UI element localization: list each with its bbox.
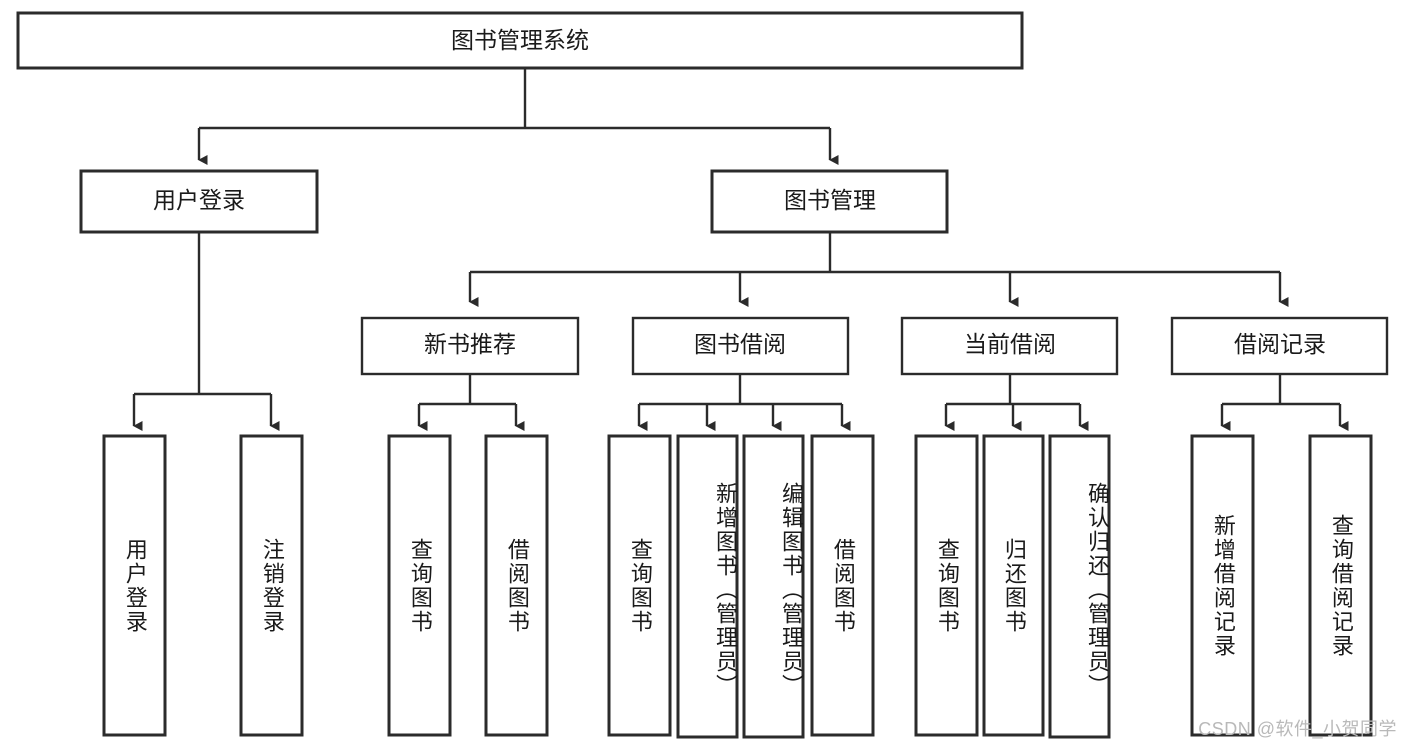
connector-root-to-level2 — [197, 68, 839, 165]
node-book-management[interactable]: 图书管理 — [710, 169, 949, 234]
leafbox-add-book-admin[interactable] — [676, 434, 739, 739]
node-new-book-recommend[interactable]: 新书推荐 — [360, 316, 580, 376]
connector-userlogin-to-leaves — [132, 232, 280, 431]
csdn-watermark: CSDN @软件_小贺同学 — [1198, 719, 1397, 739]
leafbox-borrow-book-2[interactable] — [810, 434, 875, 737]
leafbox-add-borrow-record[interactable] — [1190, 434, 1255, 737]
leafbox-query-borrow-record[interactable] — [1308, 434, 1373, 737]
node-book-borrow[interactable]: 图书借阅 — [631, 316, 850, 376]
connector-newbook-to-leaves — [417, 374, 525, 431]
node-user-login[interactable]: 用户登录 — [79, 169, 319, 234]
connector-record-to-leaves — [1220, 374, 1349, 431]
leafbox-return-book[interactable] — [982, 434, 1045, 737]
node-book-management-label: 图书管理 — [784, 187, 876, 213]
leafbox-logout-login[interactable] — [239, 434, 304, 737]
leafbox-query-book-3[interactable] — [914, 434, 979, 737]
connector-bookmgmt-to-level3 — [468, 232, 1289, 307]
leafbox-query-book-2[interactable] — [607, 434, 672, 737]
leafbox-confirm-return-admin[interactable] — [1048, 434, 1111, 739]
node-root-label: 图书管理系统 — [451, 27, 589, 53]
node-current-borrow[interactable]: 当前借阅 — [900, 316, 1119, 376]
leafbox-edit-book-admin[interactable] — [742, 434, 805, 739]
node-borrow-record-label: 借阅记录 — [1234, 331, 1326, 357]
node-user-login-label: 用户登录 — [153, 187, 245, 213]
connector-current-to-leaves — [944, 374, 1089, 431]
leafbox-borrow-book-1[interactable] — [484, 434, 549, 737]
connector-borrow-to-leaves — [637, 374, 851, 431]
node-borrow-record[interactable]: 借阅记录 — [1170, 316, 1389, 376]
node-current-borrow-label: 当前借阅 — [964, 331, 1056, 357]
node-root-book-management-system[interactable]: 图书管理系统 — [16, 11, 1024, 70]
leafbox-query-book-1[interactable] — [387, 434, 452, 737]
node-book-borrow-label: 图书借阅 — [694, 331, 786, 357]
leafbox-user-login[interactable] — [102, 434, 167, 737]
node-new-book-recommend-label: 新书推荐 — [424, 331, 516, 357]
